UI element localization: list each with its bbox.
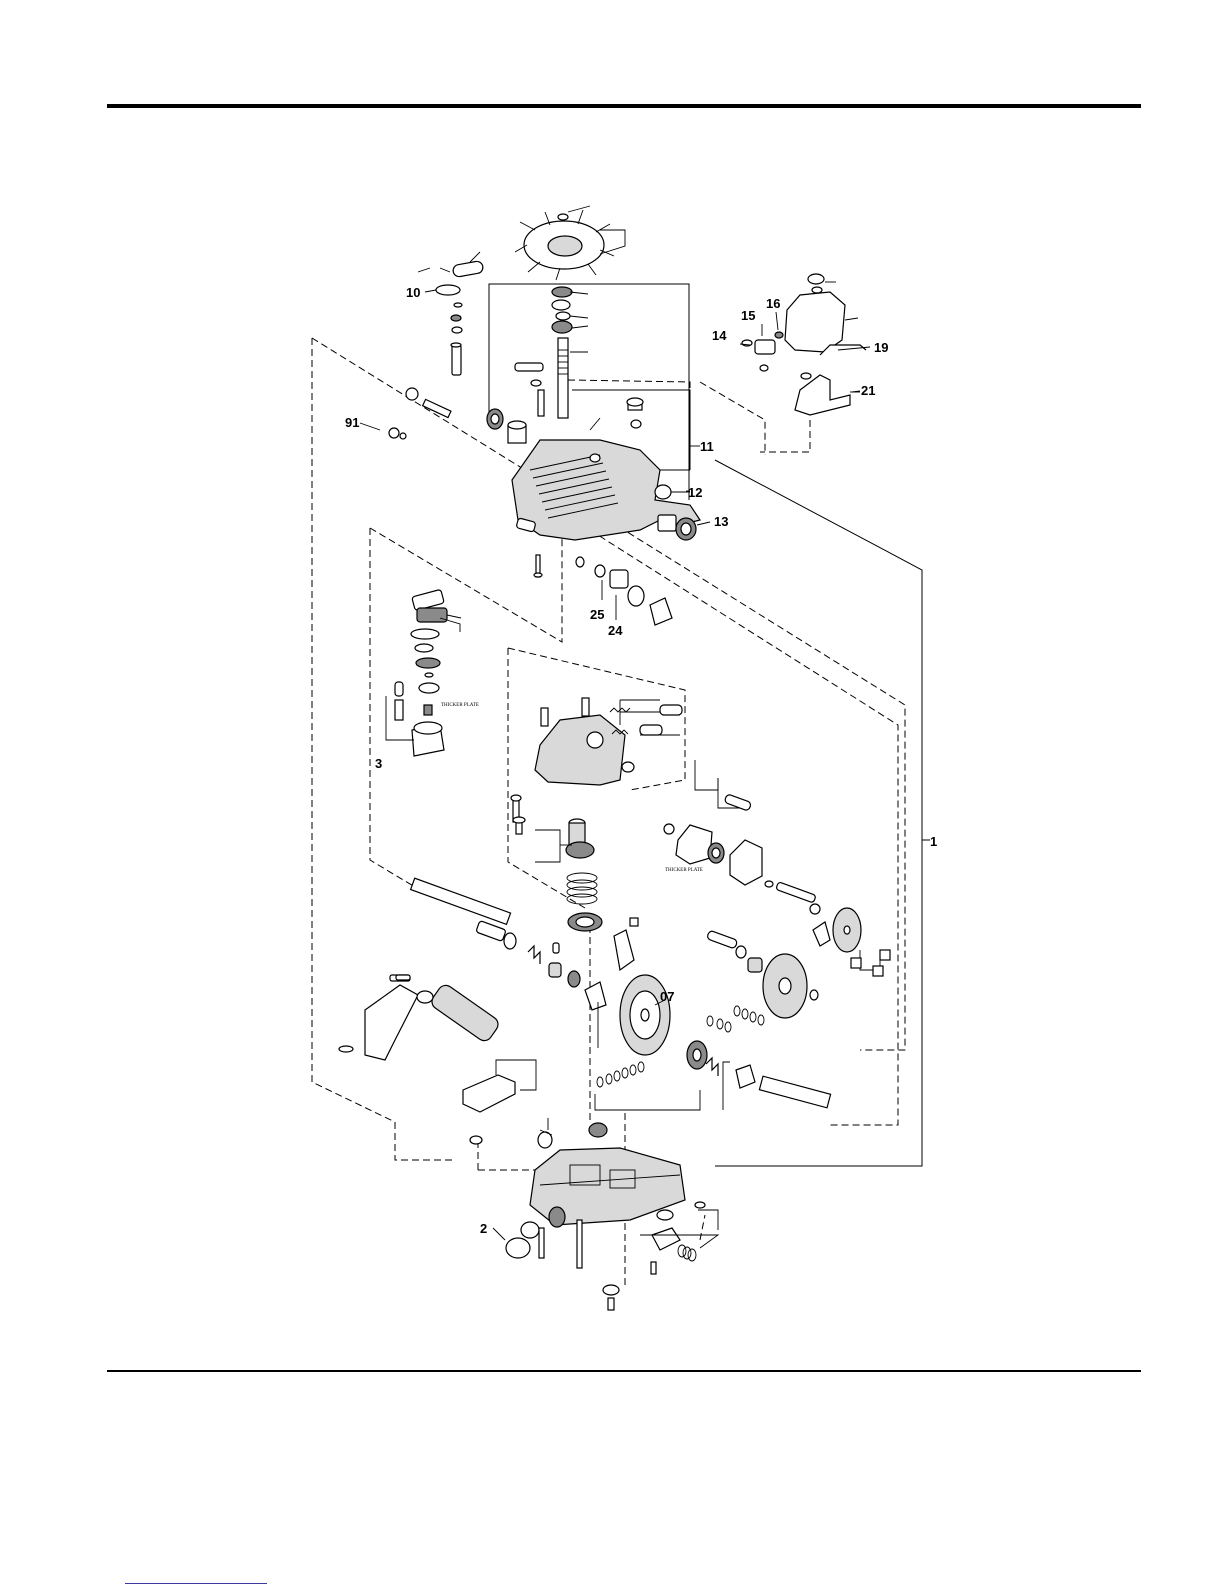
callout-15: 15 <box>741 308 755 323</box>
thrust-washers <box>595 1062 700 1110</box>
callout-24: 24 <box>608 623 623 638</box>
callout-10: 10 <box>406 285 420 300</box>
cooling-fan <box>515 206 625 280</box>
callout-1: 1 <box>930 834 937 849</box>
reservoir-tank <box>742 274 866 415</box>
callout-19: 19 <box>874 340 888 355</box>
callout-07: 07 <box>660 989 674 1004</box>
callout-12: 12 <box>688 485 702 500</box>
footer-rule <box>107 1370 1141 1372</box>
callout-25: 25 <box>590 607 604 622</box>
clutch-spring-stack <box>535 819 602 931</box>
callout-14: 14 <box>712 328 727 343</box>
callout-16: 16 <box>766 296 780 311</box>
callout-91: 91 <box>345 415 359 430</box>
callout-13: 13 <box>714 514 728 529</box>
callout-2: 2 <box>480 1221 487 1236</box>
bearings <box>406 388 643 443</box>
upper-housing <box>512 418 710 540</box>
callout-numbers: 1 2 3 07 10 11 12 13 14 15 16 19 21 24 2… <box>345 285 937 1236</box>
bypass-lever <box>640 1202 718 1274</box>
lower-housing <box>470 1118 685 1310</box>
callout-3: 3 <box>375 756 382 771</box>
bracket-lines <box>489 284 930 1166</box>
control-shaft-stack <box>418 252 484 375</box>
thicker-plate-note-right: THICKER PLATE <box>665 868 703 873</box>
right-gear-assembly <box>707 930 831 1110</box>
callout-21: 21 <box>861 383 875 398</box>
thicker-plate-note-left: THICKER PLATE <box>441 703 479 708</box>
shift-lever-assembly <box>339 975 536 1112</box>
callout-11: 11 <box>700 439 714 454</box>
center-section-block <box>535 698 682 785</box>
input-shaft-stack <box>515 287 588 418</box>
left-pump-stack <box>386 589 461 756</box>
